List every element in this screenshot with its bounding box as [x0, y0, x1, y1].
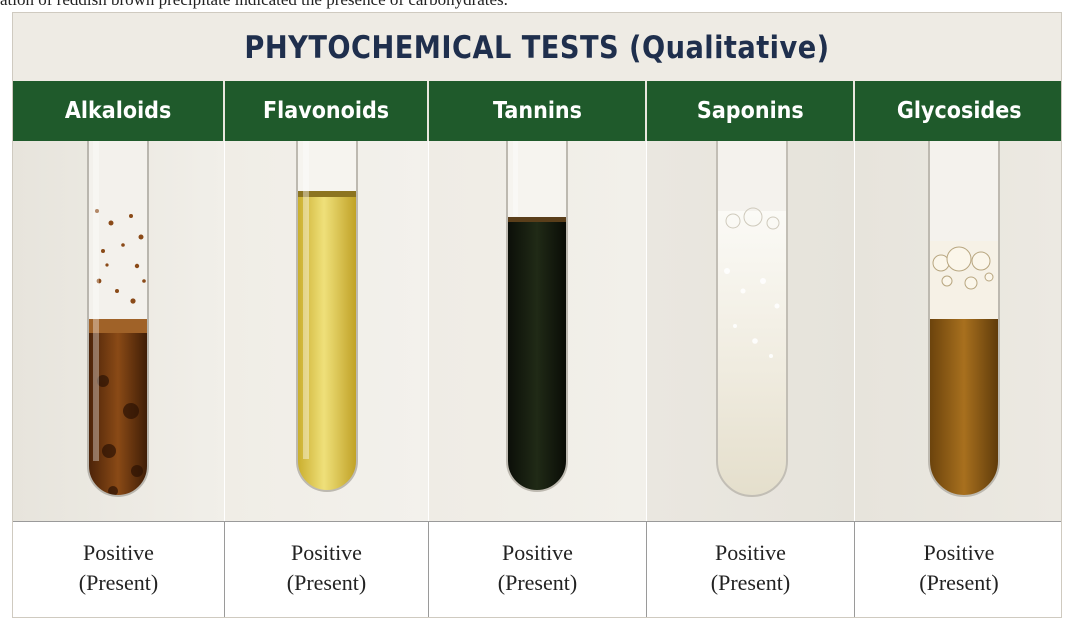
tube-photo-alkaloids — [13, 141, 225, 521]
result-tannins: Positive (Present) — [429, 521, 647, 617]
caption-fragment: ation of reddish brown precipitate indic… — [0, 0, 1071, 10]
tube-photo-saponins — [647, 141, 855, 521]
result-saponins: Positive (Present) — [647, 521, 855, 617]
figure-title: PHYTOCHEMICAL TESTS (Qualitative) — [244, 30, 830, 66]
header-flavonoids: Flavonoids — [225, 81, 429, 141]
test-column-flavonoids: Flavonoids Positive (Present) — [225, 81, 429, 617]
tube-photo-glycosides — [855, 141, 1061, 521]
phytochemical-figure: PHYTOCHEMICAL TESTS (Qualitative) Alkalo… — [12, 12, 1062, 618]
test-column-saponins: Saponins — [647, 81, 855, 617]
test-column-alkaloids: Alkaloids — [13, 81, 225, 617]
header-saponins: Saponins — [647, 81, 855, 141]
test-column-tannins: Tannins Positive (Present) — [429, 81, 647, 617]
header-alkaloids: Alkaloids — [13, 81, 225, 141]
result-flavonoids: Positive (Present) — [225, 521, 429, 617]
test-column-glycosides: Glycosides — [855, 81, 1061, 617]
result-alkaloids: Positive (Present) — [13, 521, 225, 617]
header-tannins: Tannins — [429, 81, 647, 141]
tube-photo-flavonoids — [225, 141, 429, 521]
tube-photo-tannins — [429, 141, 647, 521]
result-glycosides: Positive (Present) — [855, 521, 1061, 617]
header-glycosides: Glycosides — [855, 81, 1061, 141]
